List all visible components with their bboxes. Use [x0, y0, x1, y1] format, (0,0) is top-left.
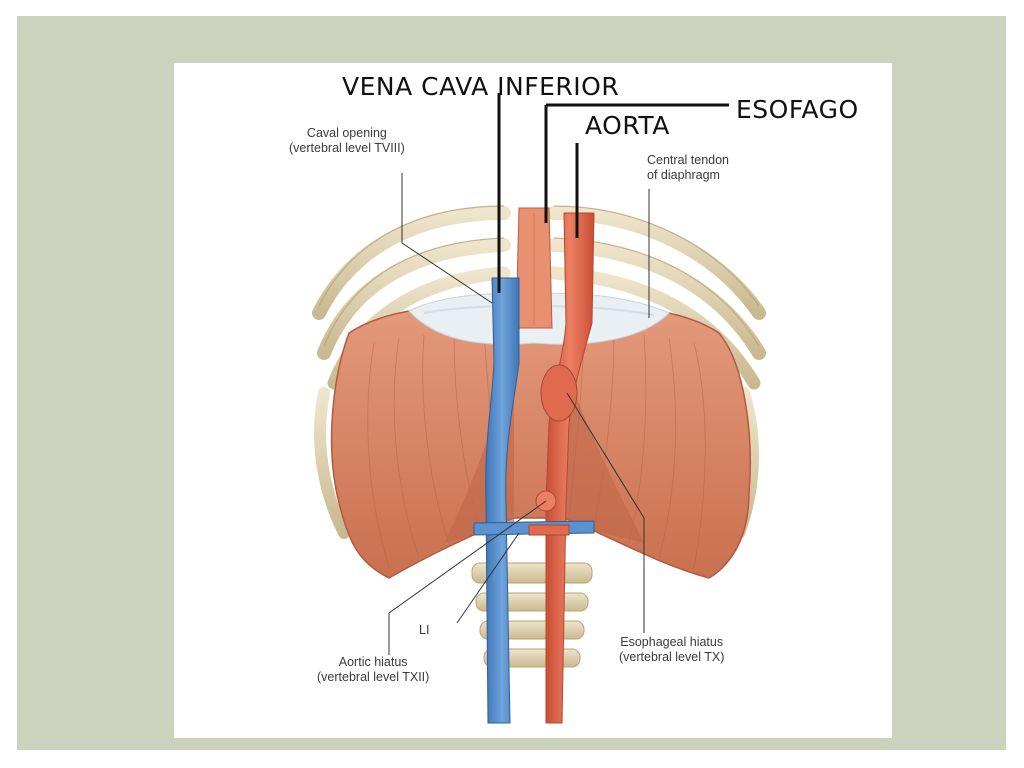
esofago-label: ESOFAGO [736, 95, 859, 124]
central-tendon-line2: of diaphragm [647, 168, 720, 182]
diaphragm-figure: VENA CAVA INFERIOR ESOFAGO AORTA Caval o… [174, 63, 892, 738]
caval-opening-line2: (vertebral level TVIII) [289, 141, 405, 155]
aortic-hiatus-line2: (vertebral level TXII) [317, 670, 430, 684]
esophageal-hiatus-line2: (vertebral level TX) [619, 650, 725, 664]
inferior-vena-cava [485, 277, 520, 724]
aorta-label: AORTA [585, 111, 670, 140]
l1-label: LI [419, 623, 430, 637]
diaphragm-muscle [330, 304, 751, 579]
slide-frame: VENA CAVA INFERIOR ESOFAGO AORTA Caval o… [17, 16, 1006, 750]
diaphragm-illustration [312, 93, 766, 724]
caval-opening-line1: Caval opening [306, 126, 387, 140]
central-tendon-line1: Central tendon [647, 153, 730, 167]
esophageal-hiatus-line1: Esophageal hiatus [620, 635, 724, 649]
aortic-hiatus-label: Aortic hiatus (vertebral level TXII) [317, 655, 429, 685]
caval-opening-label: Caval opening (vertebral level TVIII) [289, 126, 405, 156]
vena-cava-label: VENA CAVA INFERIOR [342, 72, 620, 101]
aorta [545, 212, 595, 724]
central-tendon-label: Central tendon of diaphragm [647, 153, 729, 183]
aortic-hiatus-line1: Aortic hiatus [338, 655, 408, 669]
esophageal-hiatus-label: Esophageal hiatus (vertebral level TX) [619, 635, 724, 665]
